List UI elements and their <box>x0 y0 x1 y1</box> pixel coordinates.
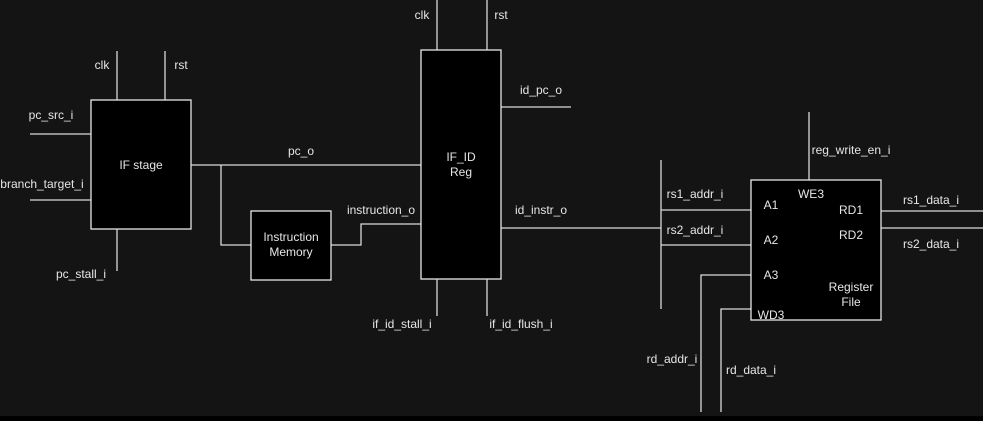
id-pc-o-label: id_pc_o <box>520 83 562 97</box>
imem-label-line2: Memory <box>269 245 312 259</box>
pc-stall-label: pc_stall_i <box>56 267 106 281</box>
branch-target-label: branch_target_i <box>0 177 83 191</box>
if-stage-label: IF stage <box>119 158 163 172</box>
pc-o-label: pc_o <box>288 144 314 158</box>
if-id-reg-block <box>420 49 502 280</box>
rs2-data-label: rs2_data_i <box>903 237 959 251</box>
if-rst-label: rst <box>174 58 188 72</box>
reg-write-en-label: reg_write_en_i <box>812 143 891 157</box>
port-rd2: RD2 <box>839 228 863 242</box>
ifid-clk-label: clk <box>415 8 431 22</box>
id-instr-o-label: id_instr_o <box>515 203 567 217</box>
instruction-o-label: instruction_o <box>347 203 415 217</box>
port-a2: A2 <box>764 233 779 247</box>
if-id-label-line1: IF_ID <box>446 150 476 164</box>
rd-data-wire <box>720 308 751 412</box>
port-we3: WE3 <box>798 187 824 201</box>
if-clk-label: clk <box>95 58 111 72</box>
rs2-addr-label: rs2_addr_i <box>667 223 724 237</box>
port-a3: A3 <box>764 268 779 282</box>
port-a1: A1 <box>764 198 779 212</box>
reg-file-label-line2: File <box>841 295 861 309</box>
if-id-flush-label: if_id_flush_i <box>489 317 552 331</box>
register-file-block <box>750 179 882 321</box>
if-stage-block <box>90 99 192 230</box>
port-wd3: WD3 <box>758 308 785 322</box>
if-id-stall-label: if_id_stall_i <box>372 317 431 331</box>
port-rd1: RD1 <box>839 203 863 217</box>
if-id-label-line2: Reg <box>450 165 472 179</box>
imem-label-line1: Instruction <box>263 230 318 244</box>
rs1-addr-label: rs1_addr_i <box>667 187 724 201</box>
pc-to-imem-wire <box>220 165 251 246</box>
rd-addr-label: rd_addr_i <box>647 352 698 366</box>
reg-file-label-line1: Register <box>829 280 874 294</box>
pc-src-label: pc_src_i <box>29 108 74 122</box>
rd-addr-wire <box>700 274 751 412</box>
rd-data-label: rd_data_i <box>726 363 776 377</box>
rs1-data-label: rs1_data_i <box>903 193 959 207</box>
instruction-o-wire <box>331 223 421 246</box>
ifid-rst-label: rst <box>494 8 508 22</box>
